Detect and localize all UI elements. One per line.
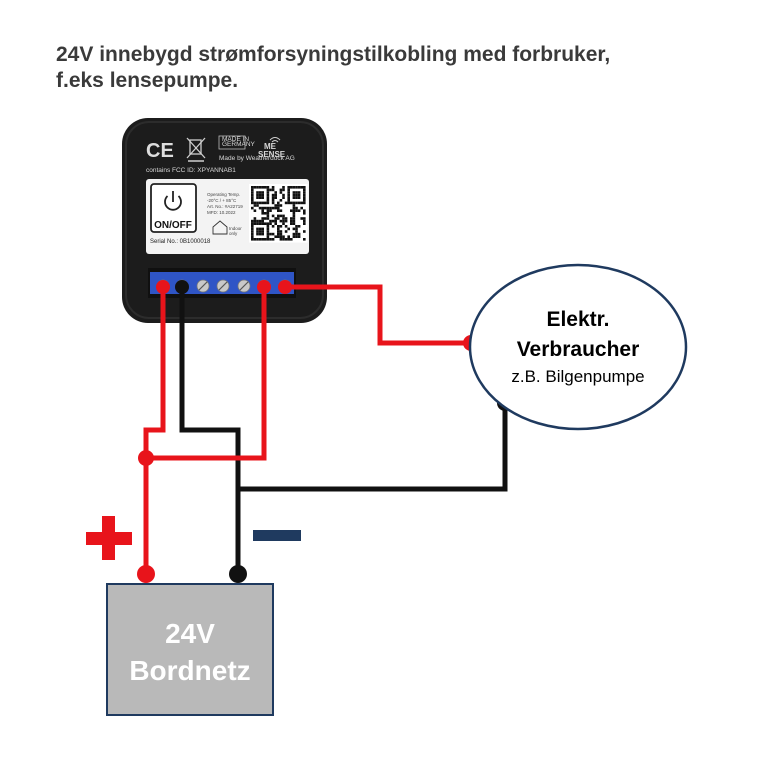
weee-bin-icon [186,137,206,162]
brand-label: ME SENSE [258,142,286,159]
consumer-title-line-2: Verbraucher [517,338,640,361]
negative-wire-device-battery [179,287,241,574]
battery-minus-terminal [229,565,247,583]
maker-label: Made by Weatherdock AG [219,155,295,162]
wifi-icon [269,137,281,143]
positive-wire-switched-input [146,287,267,461]
terminal-screw-slot [218,281,228,291]
consumer-example: z.B. Bilgenpumpe [511,367,644,386]
device-plus-terminal-dot [156,280,170,294]
made-in-label: MADE IN GERMANY [222,136,256,148]
on-off-label: ON/OFF [154,220,192,231]
negative-wire-consumer [238,403,508,492]
terminal-screw-slot [239,281,249,291]
op-temp-value: -20°C / + 85°C [207,198,237,203]
house-icon [212,220,228,235]
terminal-screw-slot [198,281,208,291]
serial-label: Serial No.: 0B1000018 [150,239,211,245]
device-switch-input-dot [257,280,271,294]
title-line-2: f.eks lensepumpe. [56,69,239,92]
device-minus-terminal-dot [175,280,189,294]
device-switch-output-dot [278,280,292,294]
device-rim [125,121,324,319]
battery: 24V Bordnetz [106,583,274,716]
ce-mark: CE [146,140,174,162]
minus-symbol: − [253,530,301,541]
plus-junction-dot [138,450,154,466]
battery-box [106,583,274,716]
positive-wire-device-battery [143,287,166,574]
consumer-title-line-1: Elektr. [546,308,609,331]
battery-voltage: 24V [165,618,215,649]
mfd-label: MFD: 10.2022 [207,210,236,215]
electrical-consumer: Elektr. Verbraucher z.B. Bilgenpumpe [468,263,688,431]
art-no-label: Art. No.: #A22719 [207,204,243,209]
op-temp-label: Operating Temp. [207,192,240,197]
title-line-1: 24V innebygd strømforsyningstilkobling m… [56,43,611,66]
power-icon [164,191,182,211]
positive-wire-to-consumer [285,284,471,346]
battery-plus-terminal [137,565,155,583]
smart-switch-device: CE MADE IN GERMANY ME SENSE Made by Weat… [122,118,327,323]
plus-symbol: + [86,516,132,560]
on-off-button[interactable] [150,183,197,233]
made-in-germany-box [218,135,246,150]
indoor-label: Indoor only [229,226,243,236]
consumer-outline [468,263,688,431]
fcc-label: contains FCC ID: XPYANNAB1 [146,167,236,174]
qr-code [249,184,308,243]
page-title: 24V innebygd strømforsyningstilkobling m… [56,42,736,94]
battery-name: Bordnetz [129,655,250,686]
wires [143,284,508,574]
